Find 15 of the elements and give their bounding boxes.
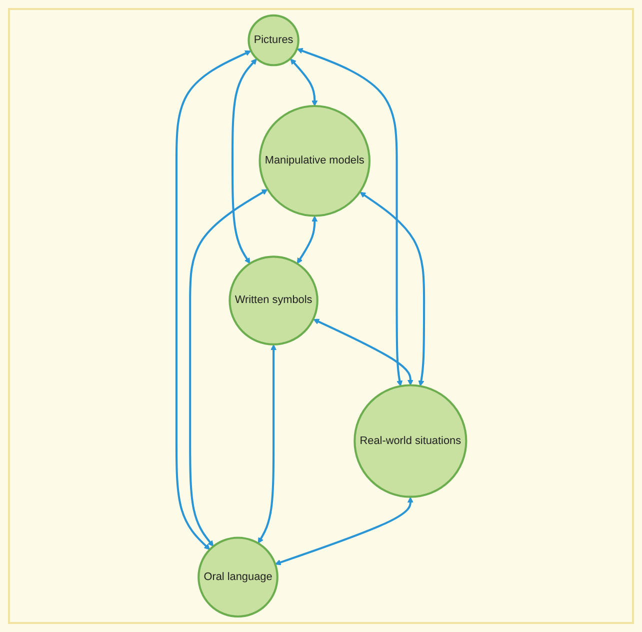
arrow bbox=[312, 318, 414, 386]
arrow bbox=[188, 189, 268, 547]
arrow bbox=[231, 58, 257, 264]
node-circle: Manipulative models bbox=[258, 105, 370, 217]
arrow bbox=[175, 50, 251, 550]
node-circle: Pictures bbox=[247, 14, 300, 66]
node-circle: Real-world situations bbox=[353, 384, 467, 498]
arrow bbox=[296, 216, 318, 264]
arrow bbox=[274, 496, 414, 566]
arrow bbox=[258, 344, 276, 544]
arrow bbox=[296, 48, 402, 386]
arrow bbox=[359, 192, 425, 386]
arrow bbox=[290, 58, 318, 106]
node-circle: Oral language bbox=[197, 536, 278, 618]
node-circle: Written symbols bbox=[228, 256, 318, 346]
